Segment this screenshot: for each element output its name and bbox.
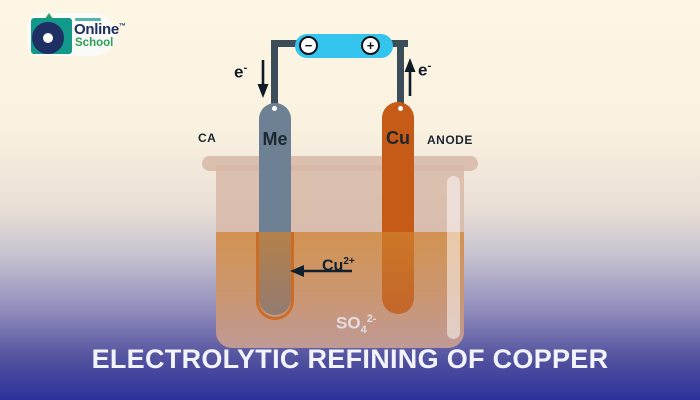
logo-brand-name: Online™ [74,21,126,38]
minus-terminal-icon: − [299,36,318,55]
wire-connection-dot-right [398,106,403,111]
logo-brand-sub: School [75,37,114,49]
cathode-material-label: Me [262,129,288,149]
anode-material-label: Cu [386,128,410,148]
logo-ring-icon [32,22,64,54]
electron-left-base: e [234,62,244,82]
page-title: ELECTROLYTIC REFINING OF COPPER [91,344,609,374]
electron-right-base: e [418,60,428,80]
circuit-wire-right [397,40,404,114]
copper-deposit-outline [256,232,294,320]
logo-microtext [75,18,101,21]
copper-ion-charge: 2+ [343,256,355,267]
battery: − + [295,34,393,58]
electron-left-sup: - [243,62,248,74]
electron-label-left: e- [234,62,247,83]
electron-flow-up-arrow-icon [404,58,416,96]
sulfate-ion-label: SO42- [336,313,376,336]
copper-ion-label: Cu2+ [322,256,355,275]
sulfate-ion-base: SO [336,313,361,333]
circuit-wire-left [271,40,278,116]
plus-terminal-icon: + [361,36,380,55]
electron-label-right: e- [418,60,431,81]
logo-trademark: ™ [118,23,126,30]
sulfate-ion-subscript: 4 [360,324,367,337]
logo-brand-top: Online [74,21,119,38]
copper-ion-base: Cu [322,257,344,275]
glass-highlight [447,176,460,339]
sulfate-ion-charge: 2- [366,313,377,325]
copper-ion-left-arrow-icon [290,265,352,277]
cathode-label: CA [198,131,216,145]
electron-flow-down-arrow-icon [257,60,269,98]
anode-label: ANODE [427,133,473,147]
wire-connection-dot-left [272,106,277,111]
electron-right-sup: - [427,60,432,72]
